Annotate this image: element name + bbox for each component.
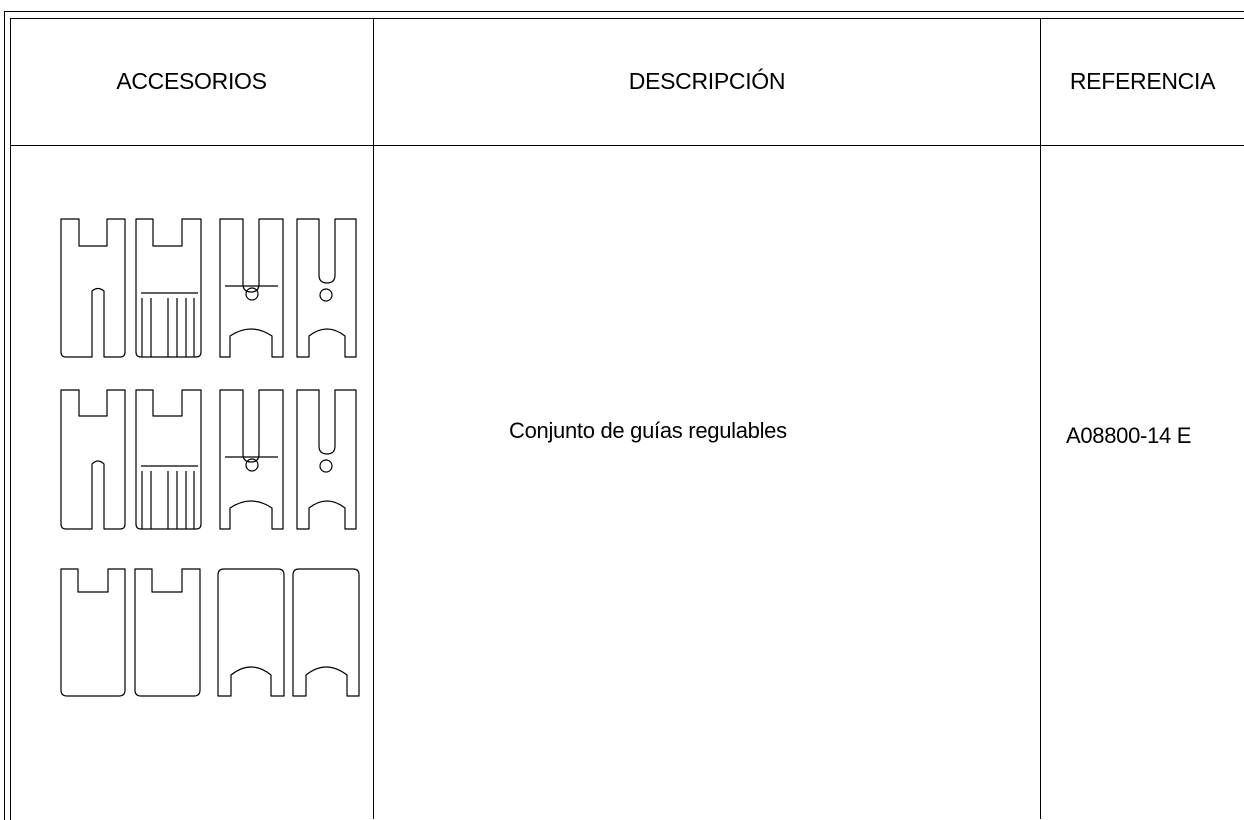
guide-plate-arch-cutout: [217, 568, 285, 697]
row-reference: A08800-14 E: [1066, 423, 1192, 448]
guide-plate-notched: [134, 568, 201, 697]
header-reference: REFERENCIA: [1069, 68, 1216, 94]
guide-plate-notched: [60, 568, 126, 697]
column-divider-2: [1040, 18, 1041, 819]
guide-plate-arch-cutout: [292, 568, 360, 697]
row-description: Conjunto de guías regulables: [509, 418, 787, 443]
outer-frame-line: [4, 11, 1244, 820]
guide-piece-double-blade: [135, 218, 202, 358]
table-frame: [10, 18, 1244, 820]
guide-piece-hole-open-bottom: [219, 389, 284, 530]
header-accessories: ACCESORIOS: [116, 68, 267, 94]
guide-piece-hole-slot-top: [296, 218, 357, 358]
guide-piece-hole-open-bottom: [219, 218, 284, 358]
guide-piece-slot-tongue: [60, 389, 126, 530]
header-description: DESCRIPCIÓN: [628, 68, 786, 94]
guide-piece-hole-slot-top: [296, 389, 357, 530]
guide-piece-slot-tongue: [60, 218, 126, 358]
guide-piece-double-blade: [135, 389, 202, 530]
header-divider: [10, 145, 1244, 146]
column-divider-1: [373, 18, 374, 819]
